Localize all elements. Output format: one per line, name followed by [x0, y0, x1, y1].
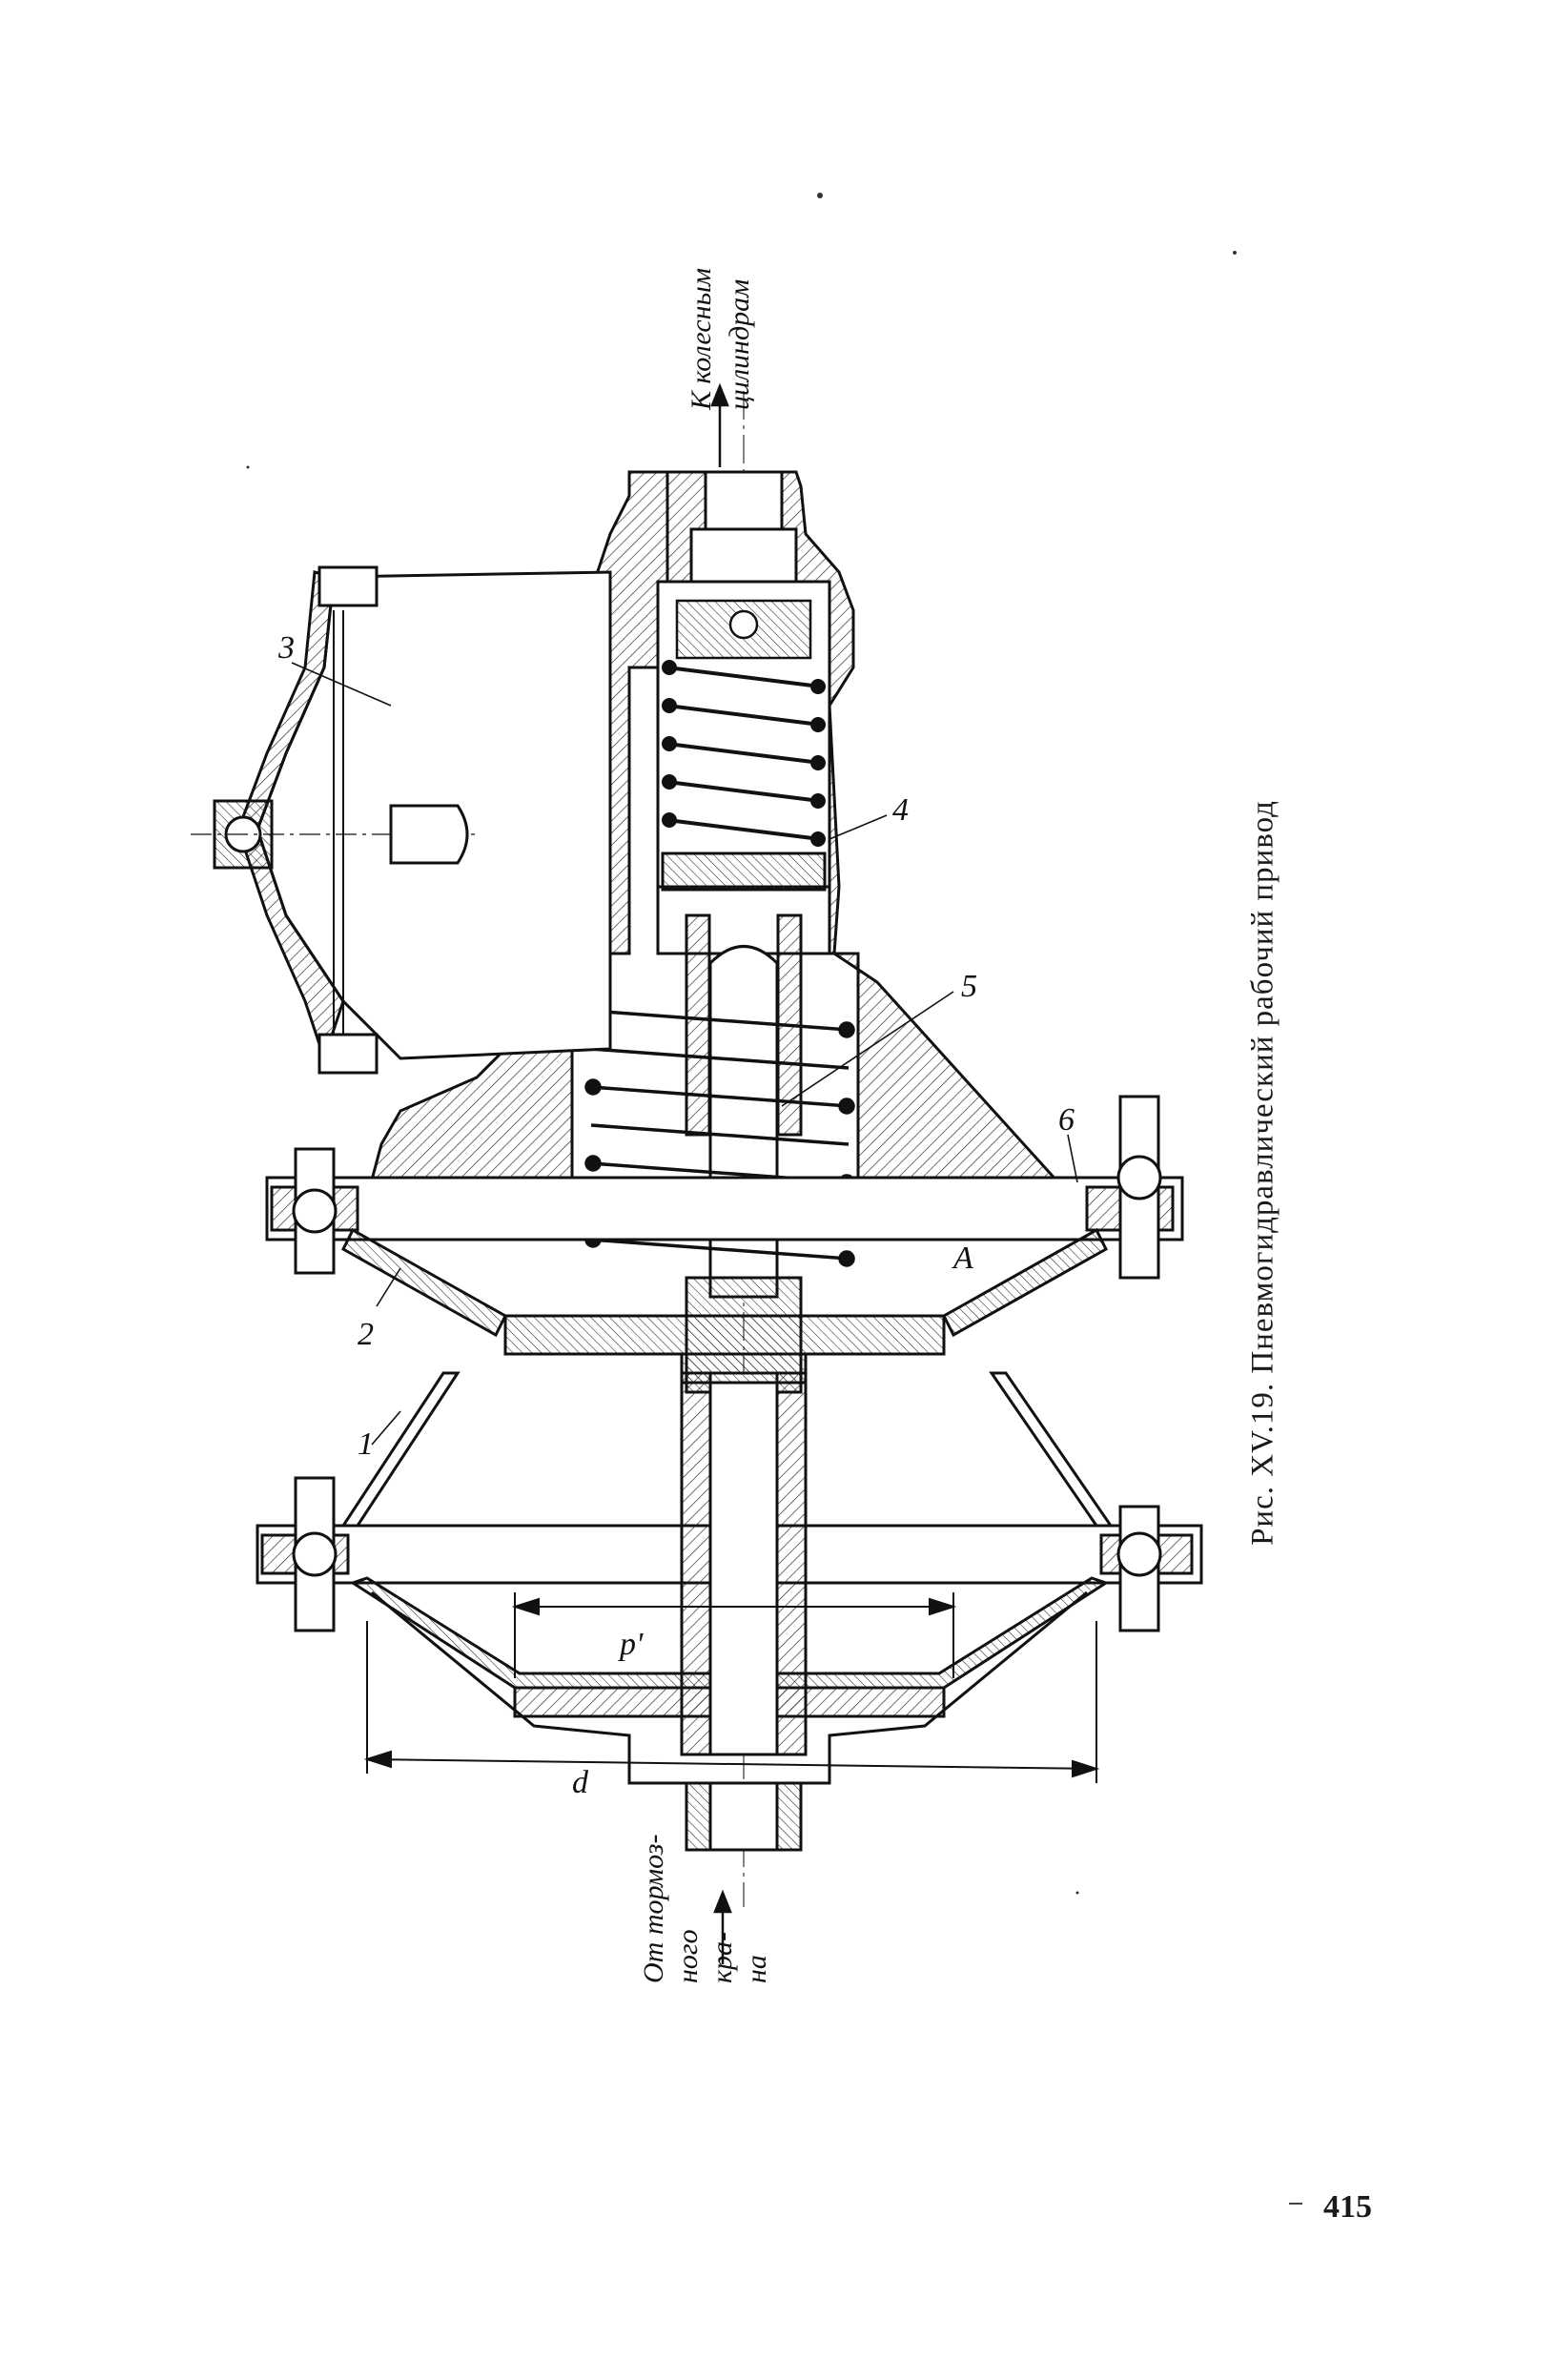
inlet-label-line-2: ного [672, 1929, 704, 1983]
figure-caption: Рис. XV.19. Пневмогидравлический рабочий… [1245, 800, 1280, 1546]
outlet-label-line-2: цилиндрам [724, 279, 755, 410]
inlet-label-line-4: на [741, 1955, 772, 1983]
inlet-label: От тормоз- ного кра- на [638, 1835, 772, 1983]
outlet-label-line-1: К колесным [686, 268, 717, 411]
page-number-dash [1289, 2203, 1302, 2205]
figure-caption-area: Рис. XV.19. Пневмогидравлический рабочий… [1225, 715, 1301, 1631]
scan-specks [246, 193, 1237, 1895]
diaphragm-diameter-label: d [572, 1765, 589, 1800]
part-number-3: 3 [277, 630, 295, 666]
leader-lines [291, 662, 1078, 1446]
diaphragm-chambers [256, 1095, 1203, 1852]
flow-arrows [710, 382, 732, 1964]
part-number-1: 1 [358, 1426, 374, 1462]
inlet-label-line-3: кра- [706, 1932, 738, 1983]
page-number: 415 [1323, 2189, 1372, 2225]
fluid-reservoir [191, 565, 612, 1075]
outlet-label: К колесным цилиндрам [686, 268, 755, 411]
part-number-2: 2 [358, 1317, 374, 1352]
piston-diameter-label: p' [618, 1627, 644, 1662]
dimension-lines [363, 1592, 1100, 1783]
part-number-6: 6 [1058, 1102, 1075, 1138]
part-number-4: 4 [892, 792, 909, 828]
outlet-valve [675, 599, 812, 660]
chamber-a-label: A [952, 1241, 973, 1276]
inlet-label-line-1: От тормоз- [638, 1835, 669, 1983]
return-spring-upper [662, 660, 826, 847]
part-number-5: 5 [961, 969, 977, 1004]
hydraulic-piston [661, 851, 827, 892]
